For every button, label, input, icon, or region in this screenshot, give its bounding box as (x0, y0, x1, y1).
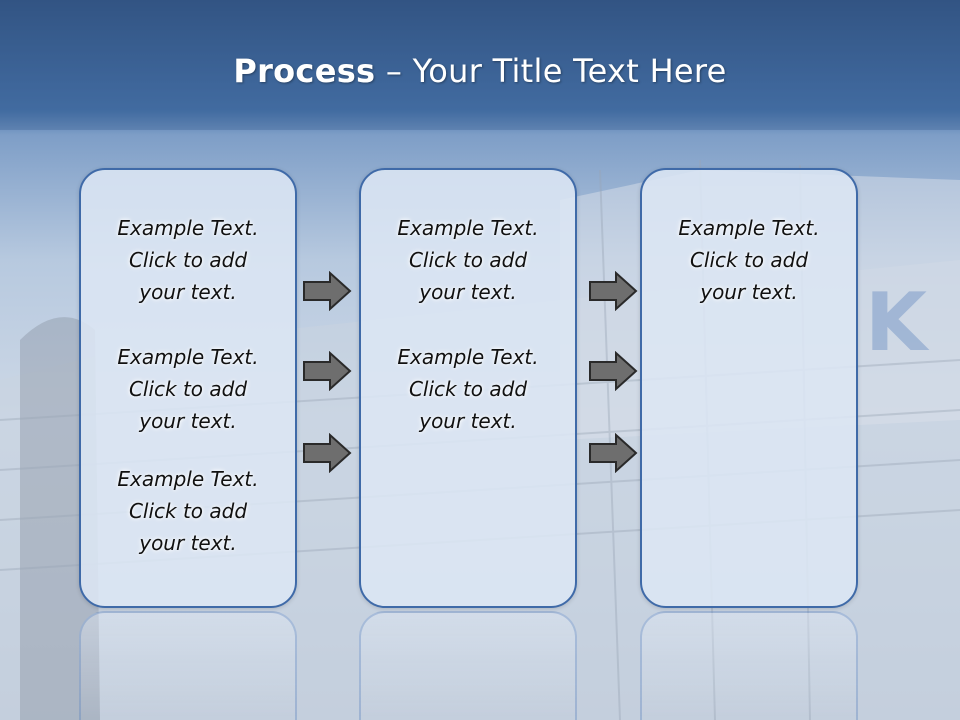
text-line: Example Text. (397, 216, 539, 240)
text-line: Example Text. (678, 216, 820, 240)
text-line: Click to add (689, 248, 809, 272)
text-line: Click to add (128, 377, 248, 401)
text-block[interactable]: Example Text. Click to add your text. (81, 212, 295, 308)
process-step-1-reflection (79, 611, 297, 720)
text-line: Click to add (408, 377, 528, 401)
svg-text:K: K (865, 276, 930, 369)
process-step-3-box[interactable]: Example Text. Click to add your text. (640, 168, 858, 608)
process-step-2-reflection (359, 611, 577, 720)
slide-title[interactable]: Process – Your Title Text Here (0, 52, 960, 90)
text-line: Click to add (128, 499, 248, 523)
text-line: your text. (419, 280, 517, 304)
text-block[interactable]: Example Text. Click to add your text. (361, 341, 575, 437)
text-line: your text. (419, 409, 517, 433)
text-block[interactable]: Example Text. Click to add your text. (81, 341, 295, 437)
text-line: Example Text. (397, 345, 539, 369)
text-line: Example Text. (117, 467, 259, 491)
text-line: your text. (139, 409, 237, 433)
text-line: your text. (139, 531, 237, 555)
right-arrow-icon[interactable] (588, 351, 638, 391)
process-step-3-reflection (640, 611, 858, 720)
text-block[interactable]: Example Text. Click to add your text. (361, 212, 575, 308)
text-line: Click to add (408, 248, 528, 272)
text-line: your text. (700, 280, 798, 304)
text-line: Example Text. (117, 345, 259, 369)
title-bold-text: Process (233, 52, 376, 90)
right-arrow-icon[interactable] (588, 433, 638, 473)
text-line: your text. (139, 280, 237, 304)
text-block[interactable]: Example Text. Click to add your text. (81, 463, 295, 559)
right-arrow-icon[interactable] (588, 271, 638, 311)
right-arrow-icon[interactable] (302, 351, 352, 391)
right-arrow-icon[interactable] (302, 271, 352, 311)
text-block[interactable]: Example Text. Click to add your text. (642, 212, 856, 308)
text-line: Click to add (128, 248, 248, 272)
text-line: Example Text. (117, 216, 259, 240)
right-arrow-icon[interactable] (302, 433, 352, 473)
process-step-1-box[interactable]: Example Text. Click to add your text. Ex… (79, 168, 297, 608)
process-step-2-box[interactable]: Example Text. Click to add your text. Ex… (359, 168, 577, 608)
title-rest-text: – Your Title Text Here (375, 52, 727, 90)
